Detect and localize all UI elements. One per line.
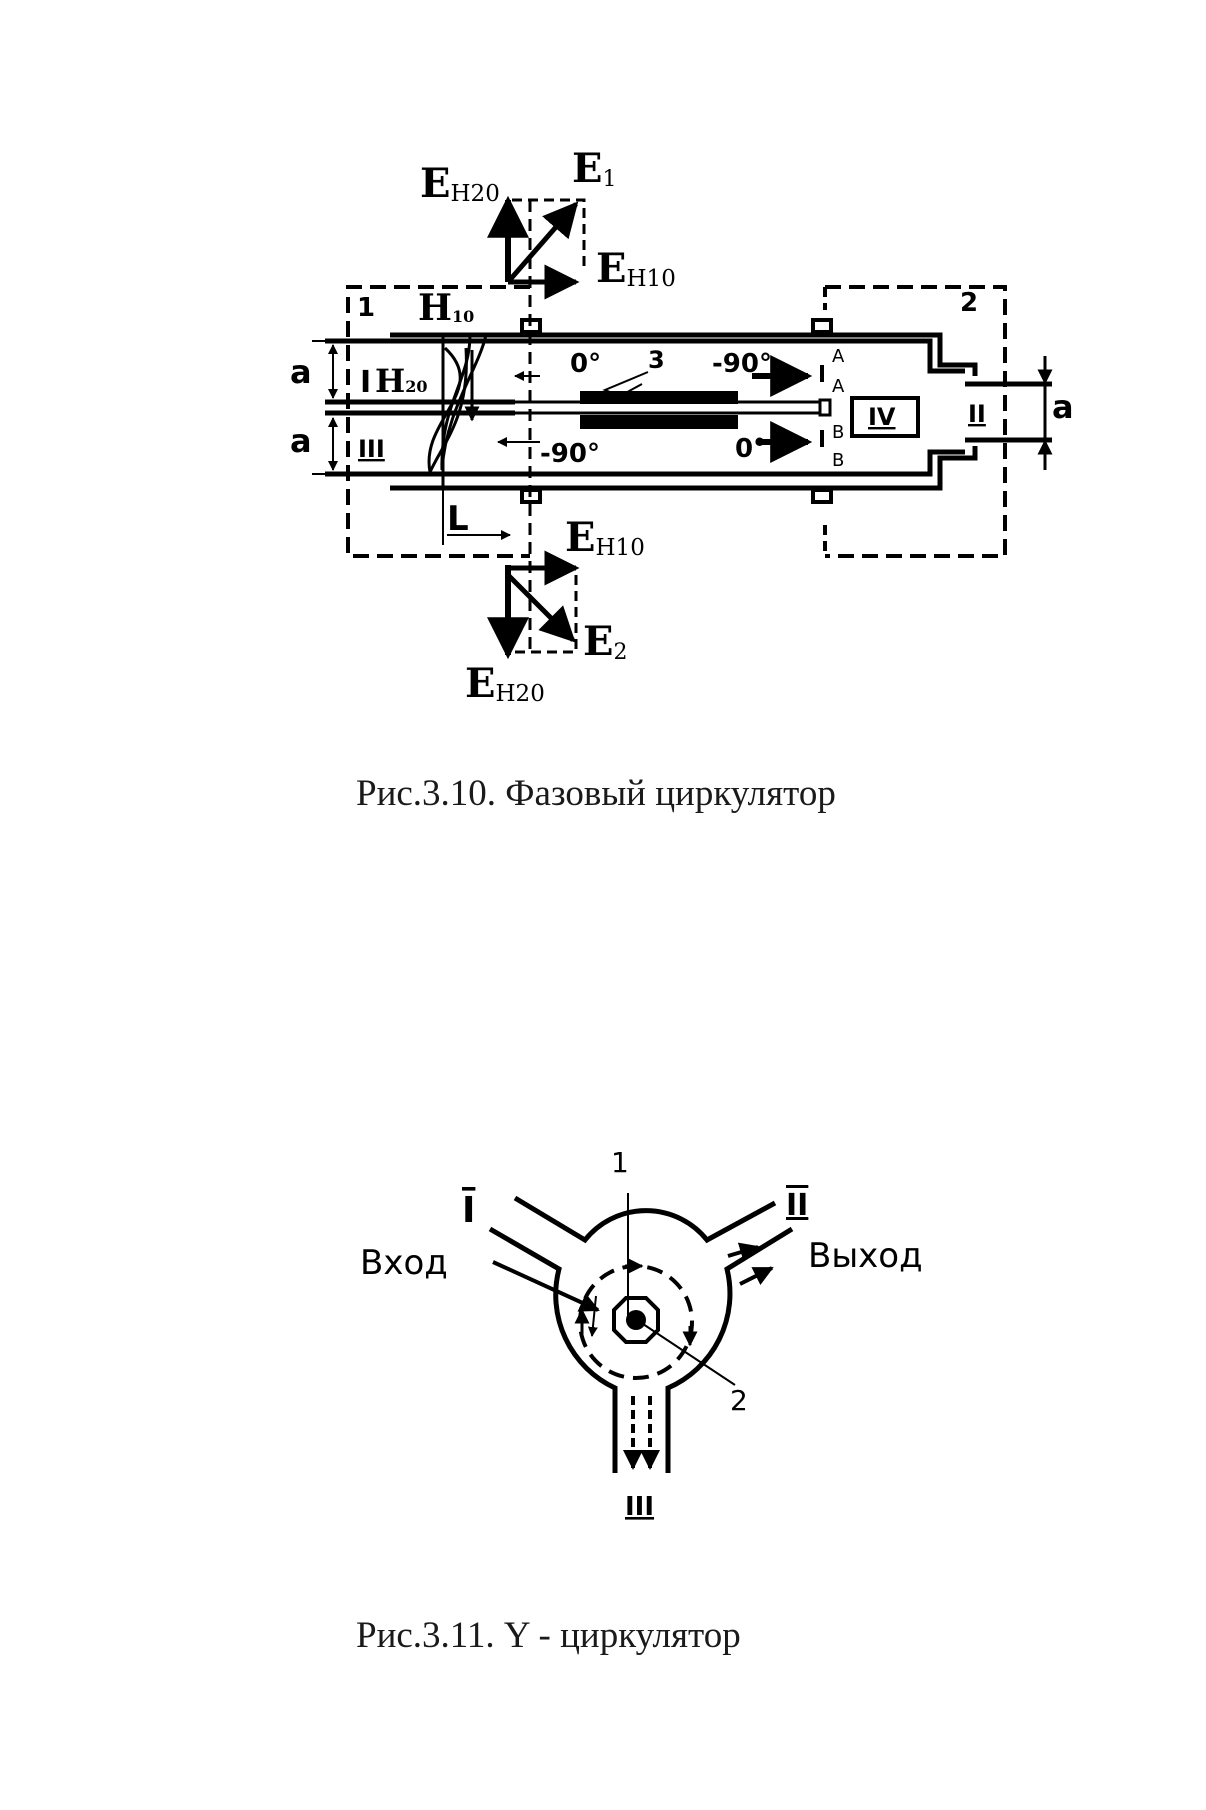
label-dim-l: L — [447, 499, 469, 539]
label-phase-0-top: 0° — [570, 349, 601, 379]
label-dim-a-1: a — [290, 353, 312, 391]
label-e-h20-bottom: EH20 — [465, 660, 545, 707]
label-h20: H20 — [375, 362, 428, 400]
label-phase-0-bottom: 0° — [735, 434, 766, 464]
block2-dashed-outline — [825, 285, 1007, 558]
label-port-i: I — [360, 365, 371, 400]
label-e-h10-top: EH10 — [596, 245, 676, 292]
top-vector-diagram — [487, 195, 586, 300]
label-dim-a-3: a — [1052, 388, 1074, 426]
label-phase-m90-bottom: -90° — [540, 439, 600, 469]
label-port-ii: II — [968, 400, 986, 428]
label-ferrite-3: 3 — [648, 346, 665, 374]
label-y-port-i: I — [462, 1190, 475, 1231]
label-dim-a-2: a — [290, 422, 312, 460]
label-e2: E2 — [583, 618, 628, 665]
label-e-h10-bottom: EH10 — [565, 514, 645, 561]
label-phase-m90-top: -90° — [712, 349, 772, 379]
bottom-vector-diagram — [487, 550, 580, 660]
label-section-a2: A — [832, 376, 845, 397]
h20-field-lines — [427, 346, 468, 477]
y-junction-outline — [488, 1195, 794, 1473]
block1-dashed-outline — [346, 285, 530, 558]
label-section-b2: B — [832, 450, 844, 471]
label-port-iv: IV — [868, 403, 896, 431]
label-h10: H10 — [418, 287, 474, 329]
label-y-output: Выход — [808, 1236, 923, 1276]
label-y-1: 1 — [611, 1146, 629, 1179]
ferrite-plate-upper — [580, 391, 738, 404]
label-block1: 1 — [357, 293, 375, 323]
ferrite-plate-lower — [580, 415, 738, 429]
label-section-b1: B — [832, 422, 844, 443]
figure-caption-3-10: Рис.3.10. Фазовый циркулятор — [356, 773, 836, 814]
label-y-port-iii: III — [625, 1492, 654, 1522]
port-iv-box — [850, 396, 920, 438]
figure-caption-3-11: Рис.3.11. Y - циркулятор — [356, 1615, 741, 1656]
label-y-port-ii: II — [786, 1188, 808, 1223]
y-circulator-diagram: 1 2 I II III Вход Выход — [360, 1146, 923, 1522]
phase-circulator-diagram: EH20 E1 EH10 EH10 E2 EH20 H10 I H20 1 2 … — [290, 145, 1074, 707]
label-e-h20-top: EH20 — [420, 160, 500, 207]
label-port-iii: III — [358, 435, 385, 463]
label-section-a1: A — [832, 346, 845, 367]
label-e1: E1 — [572, 145, 617, 192]
label-y-input: Вход — [360, 1243, 448, 1283]
label-block2: 2 — [960, 288, 978, 318]
label-y-2: 2 — [730, 1384, 748, 1417]
